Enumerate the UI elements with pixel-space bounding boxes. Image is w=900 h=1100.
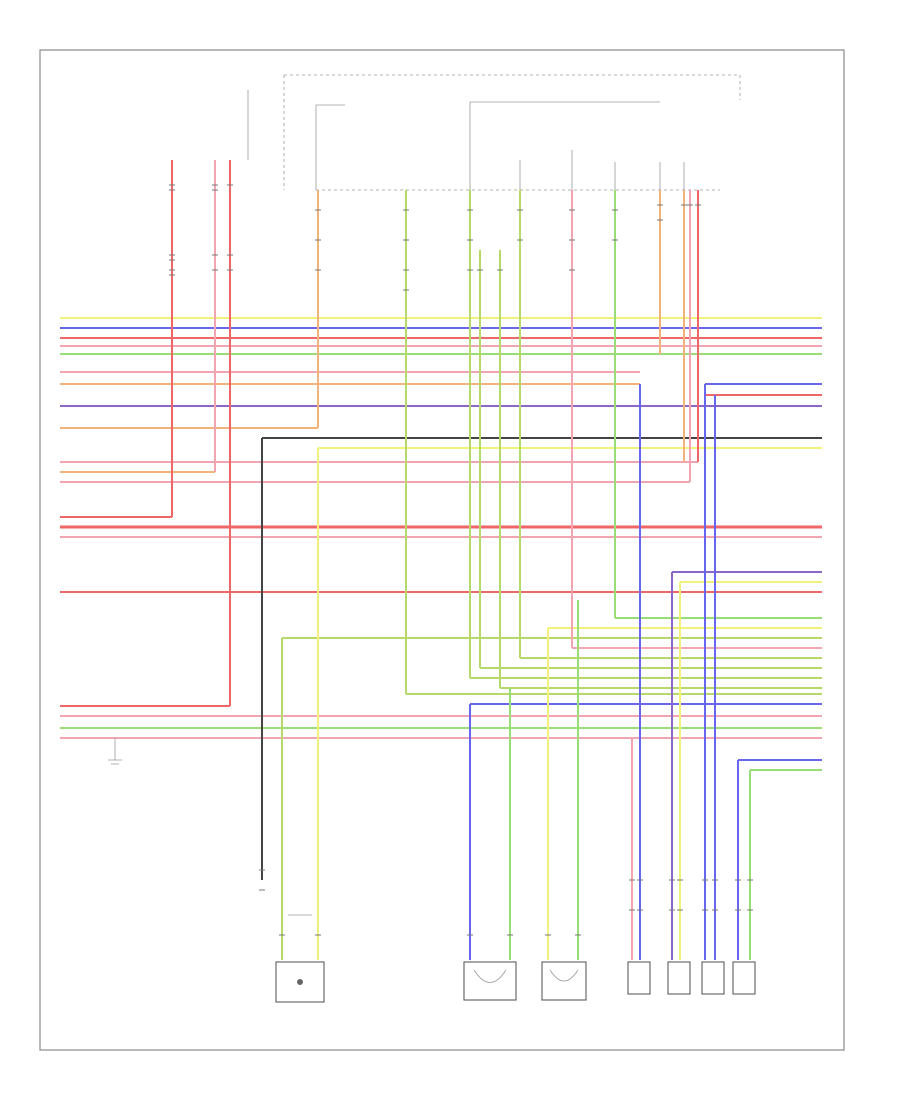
connector-c5 [467, 209, 523, 271]
top-switch-mid [469, 101, 660, 190]
connector-c3 [315, 209, 321, 271]
horizontal-wires [60, 317, 822, 771]
component-module-d [732, 961, 756, 995]
connector-c4 [403, 209, 409, 291]
sensor-mid-symbol [473, 969, 507, 983]
component-sensor-right [541, 961, 587, 1001]
bottom-components [275, 914, 756, 1003]
ground-symbol-group [108, 738, 122, 765]
connector-c1 [169, 184, 175, 276]
connector-ticks [169, 184, 753, 936]
vertical-wires [171, 160, 751, 960]
diagram-frame [39, 49, 845, 1051]
top-dashed-box [283, 74, 741, 190]
connector-c8 [259, 869, 265, 891]
component-module-b [667, 961, 691, 995]
component-module-a [627, 961, 651, 995]
sensor-left-symbol [297, 979, 303, 985]
connector-c7 [657, 204, 701, 221]
component-sensor-mid [463, 961, 517, 1001]
top-switch-left [315, 104, 345, 190]
sensor-right-symbol [549, 969, 579, 982]
ground-icon [108, 738, 122, 765]
connector-c2 [212, 184, 233, 271]
top-component-group [247, 74, 741, 191]
connector-c6 [569, 209, 618, 271]
component-module-c [701, 961, 725, 995]
